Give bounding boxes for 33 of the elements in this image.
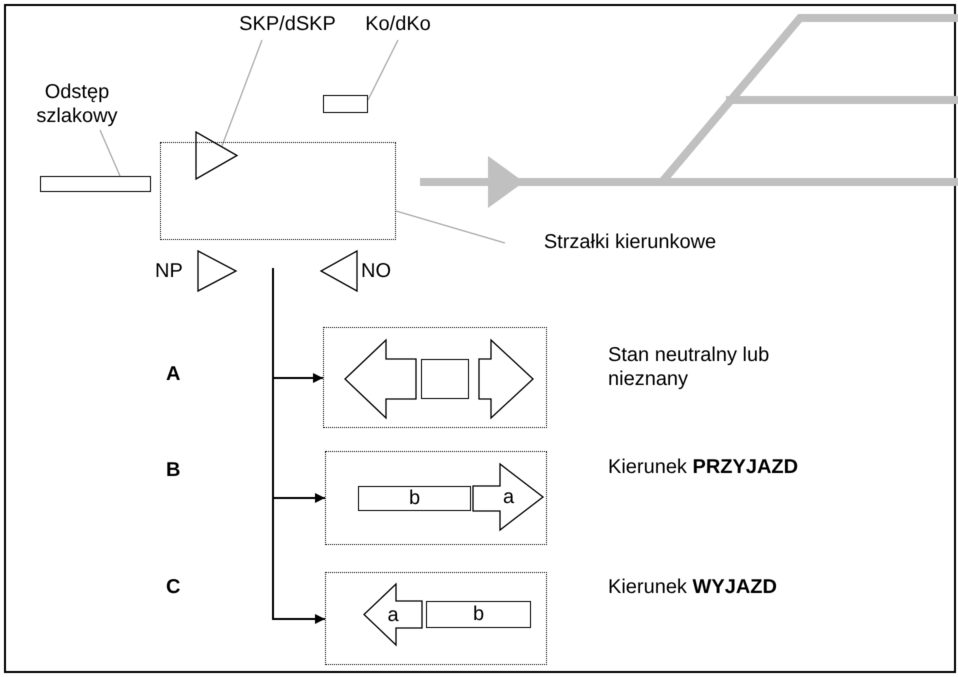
lamp-box: b [426,601,531,628]
lamp-box [421,359,469,399]
signal-label: NO [361,259,392,283]
arrow-lamp [479,339,534,419]
arrow-lamp [344,339,417,419]
arrow [272,268,325,624]
label-text: SKP/dSKP [225,12,350,40]
indicator-panel [325,451,547,545]
triangle-signal [197,250,237,292]
arrow-lamp: a [473,463,544,531]
leader-line [221,40,263,146]
leader-line [99,130,121,176]
label-text: Ko/dKo [352,12,444,40]
indicator-panel [160,142,396,240]
lamp-box: b [358,486,471,511]
lamp-box [323,95,368,113]
label-text: Odstęp szlakowy [30,80,124,130]
state-description: Kierunek PRZYJAZD [608,455,800,479]
arrow-lamp: a [363,583,423,646]
label-text: Strzałki kierunkowe [505,230,755,260]
signal-label: NP [155,259,184,283]
leader-line [396,210,506,244]
triangle-signal [320,250,358,292]
triangle-signal [195,131,238,180]
row-letter: A [166,362,180,386]
row-letter: B [166,458,180,482]
indicator-panel [323,327,547,428]
state-description: Stan neutralny lub nieznany [608,343,770,391]
row-letter: C [166,575,180,599]
lamp-box [40,176,151,192]
leader-line [367,40,399,100]
indicator-panel [325,572,547,665]
state-description: Kierunek WYJAZD [608,575,778,599]
